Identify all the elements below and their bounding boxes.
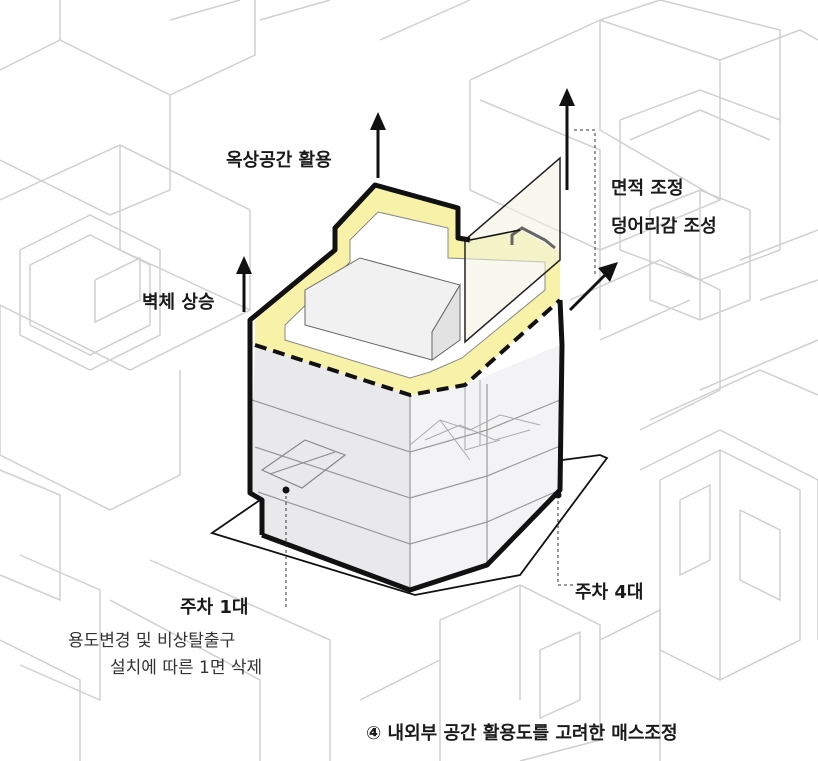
arrows bbox=[236, 88, 618, 312]
panel-notch bbox=[510, 226, 556, 250]
roof-edge-right bbox=[469, 229, 521, 241]
area-adjust-arrow-head bbox=[559, 88, 575, 106]
diagram-caption: ④ 내외부 공간 활용도를 고려한 매스조정 bbox=[366, 723, 678, 744]
roof-stair-box-side bbox=[431, 283, 461, 361]
rooftop-arrow-head bbox=[370, 112, 386, 130]
area-adjust-label: 면적 조정 bbox=[611, 178, 684, 199]
use-change-note-line2: 설치에 따른 1면 삭제 bbox=[110, 658, 263, 678]
building-left-facade bbox=[250, 345, 410, 590]
building-outline bbox=[247, 182, 471, 535]
mass-create-arrow-shaft bbox=[568, 273, 607, 312]
interior-lines bbox=[409, 380, 541, 461]
building-front-facade bbox=[410, 345, 560, 590]
wall-raise-arrow-head bbox=[236, 256, 252, 274]
wall-raise-label: 벽체 상승 bbox=[142, 292, 215, 313]
mass-create-arrow-head bbox=[598, 262, 618, 282]
parking-1-label: 주차 1대 bbox=[180, 597, 249, 618]
parking-4-label: 주차 4대 bbox=[575, 582, 644, 603]
mass-create-label: 덩어리감 조성 bbox=[611, 216, 717, 237]
building-outline-right bbox=[261, 299, 565, 593]
parking-4-marker bbox=[554, 491, 562, 499]
use-change-note-line1: 용도변경 및 비상탈출구 bbox=[68, 631, 236, 651]
parking-slot-diagonal bbox=[269, 451, 336, 475]
floor-lines bbox=[251, 384, 561, 590]
parking-1-marker bbox=[282, 486, 290, 494]
wall-raise-dashed-line bbox=[254, 298, 562, 398]
leader-lines bbox=[285, 129, 596, 610]
rooftop-label: 옥상공간 활용 bbox=[226, 150, 332, 171]
parking-slot-outline bbox=[260, 439, 347, 489]
area-adjust-panel bbox=[464, 156, 561, 344]
